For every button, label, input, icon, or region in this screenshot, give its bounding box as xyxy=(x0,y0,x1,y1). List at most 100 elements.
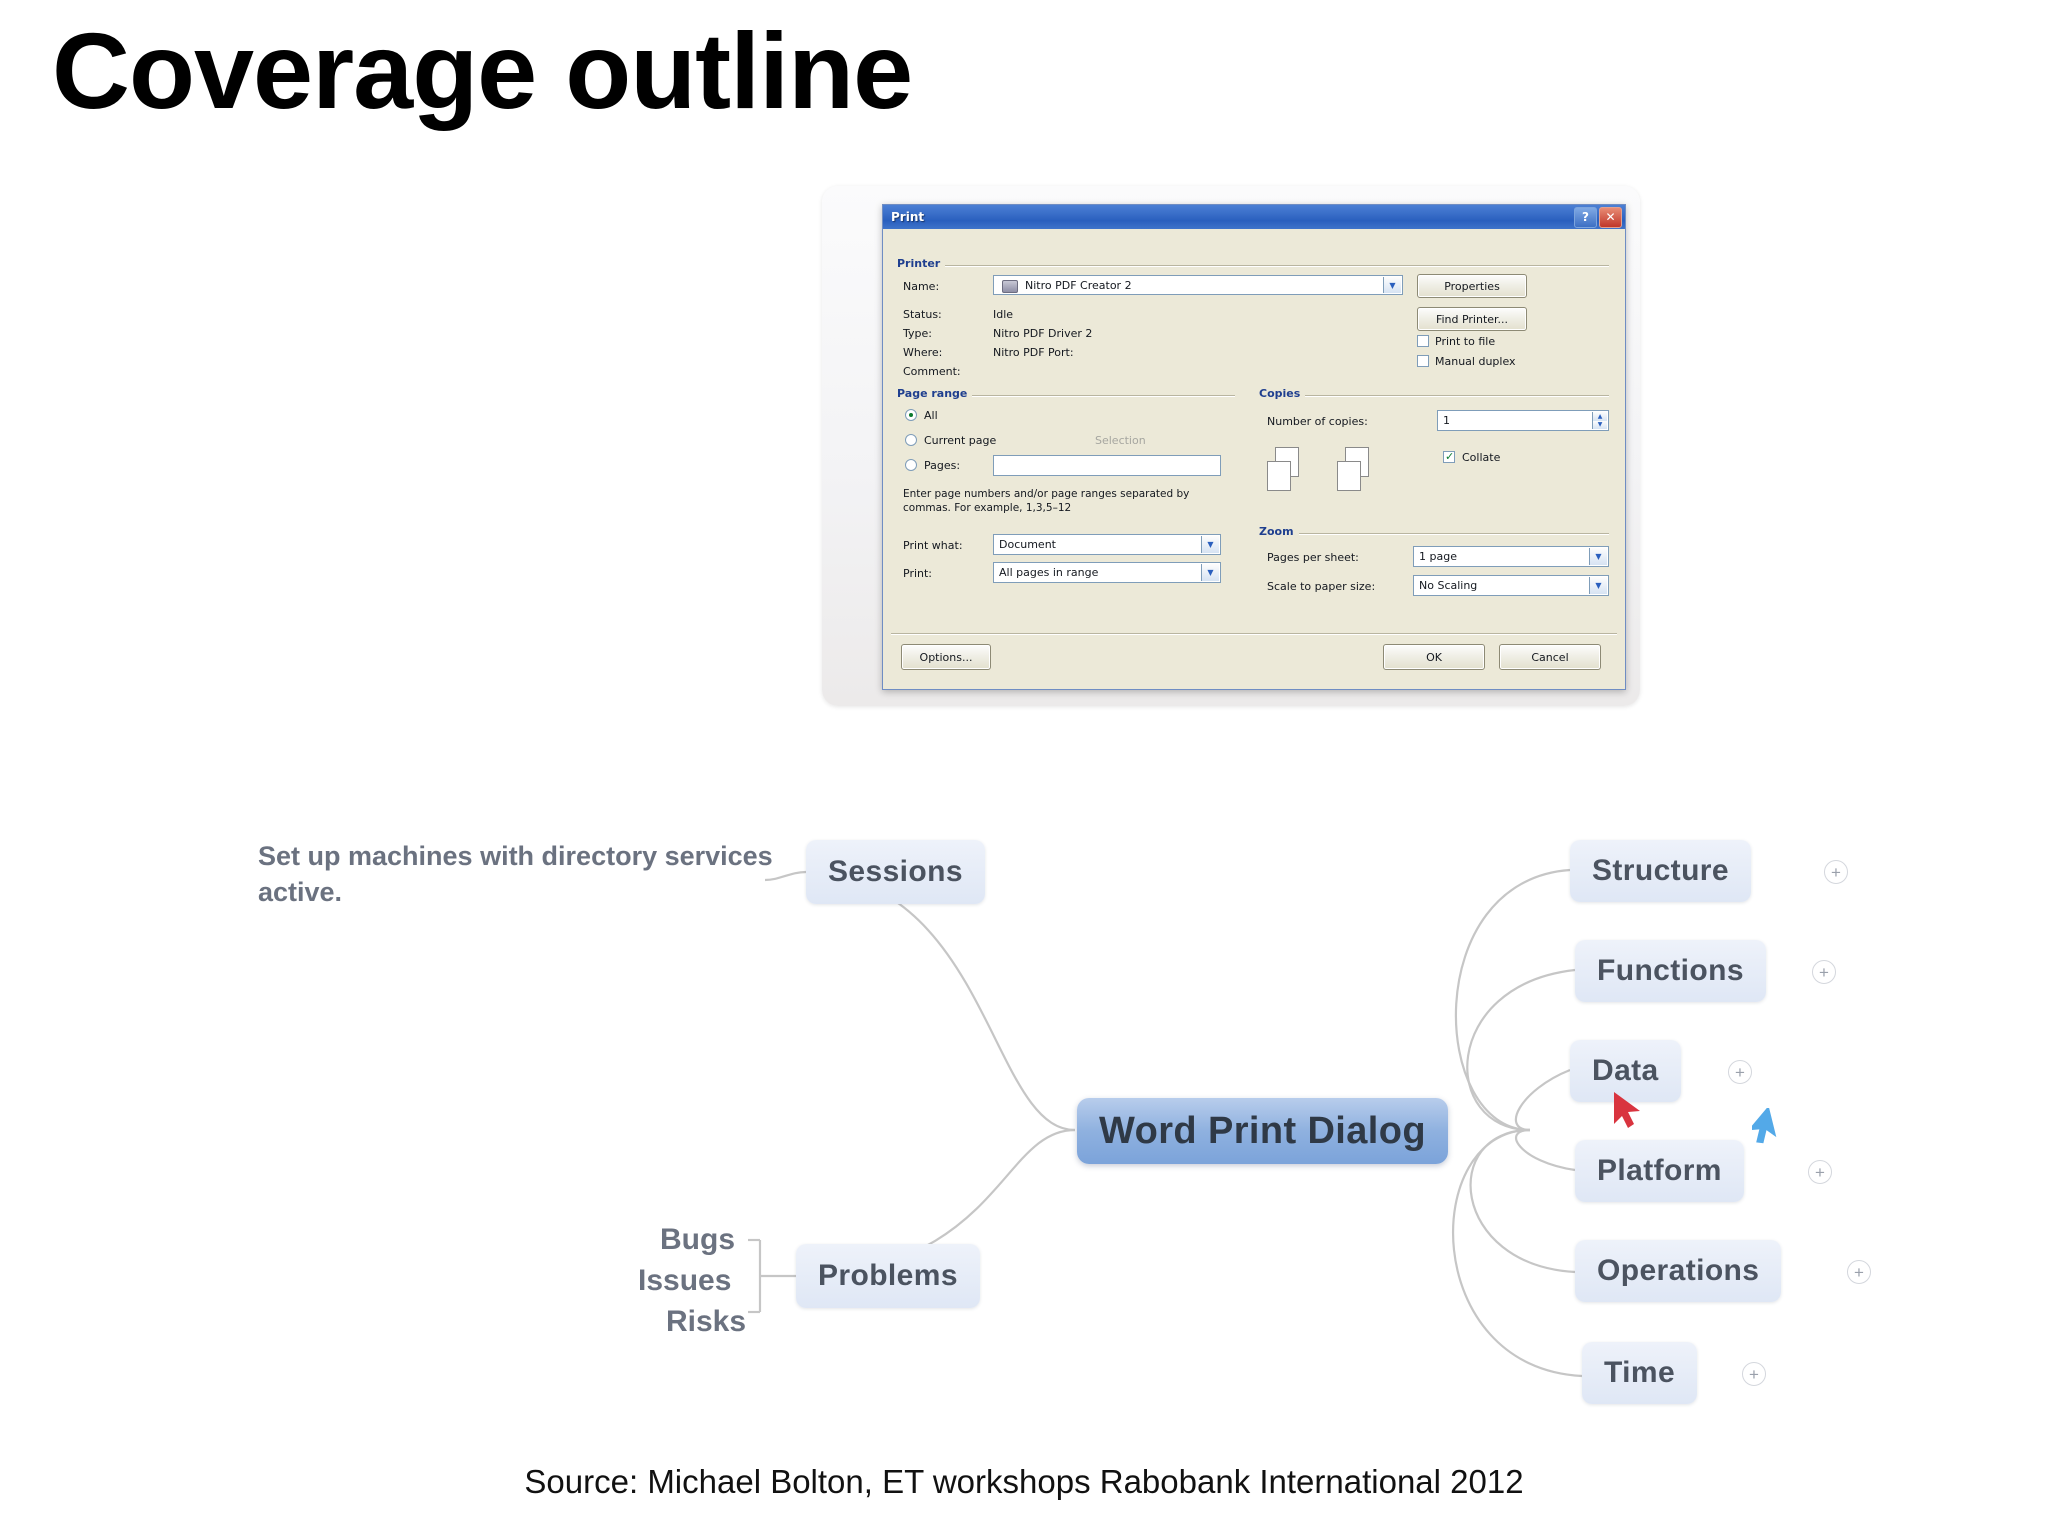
expand-functions-icon[interactable]: + xyxy=(1812,960,1836,984)
connector-data xyxy=(1514,1068,1571,1132)
mindmap-leaf-issues[interactable]: Issues xyxy=(638,1264,732,1297)
cancel-button[interactable]: Cancel xyxy=(1499,644,1601,670)
print-dialog-window: Print ? ✕ Printer Name: Nitro PDF Creato… xyxy=(882,204,1626,690)
radio-all[interactable] xyxy=(905,409,917,421)
radio-pages[interactable] xyxy=(905,459,917,471)
print-what-value: Document xyxy=(999,538,1056,551)
mindmap-node-platform[interactable]: Platform xyxy=(1575,1140,1744,1202)
mindmap-node-problems[interactable]: Problems xyxy=(796,1244,980,1308)
printer-name-combobox[interactable]: Nitro PDF Creator 2 ▼ xyxy=(993,275,1403,295)
comment-label: Comment: xyxy=(903,365,961,378)
number-of-copies-value: 1 xyxy=(1443,414,1450,427)
radio-selection-label: Selection xyxy=(1095,434,1146,447)
printer-name-value: Nitro PDF Creator 2 xyxy=(1025,278,1132,292)
quantity-stepper[interactable]: ▲▼ xyxy=(1592,412,1607,429)
printer-group-label: Printer xyxy=(897,257,946,270)
chevron-down-icon[interactable]: ▼ xyxy=(1383,277,1401,293)
status-label: Status: xyxy=(903,308,942,321)
blue-cursor-icon xyxy=(1752,1108,1777,1144)
status-value: Idle xyxy=(993,308,1014,321)
close-icon[interactable]: ✕ xyxy=(1599,206,1622,228)
collate-preview-sheet xyxy=(1267,461,1291,491)
chevron-down-icon[interactable]: ▼ xyxy=(1201,564,1219,581)
print-combobox[interactable]: All pages in range ▼ xyxy=(993,562,1221,583)
print-dialog-body: Printer Name: Nitro PDF Creator 2 ▼ Prop… xyxy=(883,229,1625,689)
scale-to-paper-value: No Scaling xyxy=(1419,579,1478,592)
radio-pages-label: Pages: xyxy=(924,459,961,472)
expand-operations-icon[interactable]: + xyxy=(1847,1260,1871,1284)
mindmap: Word Print Dialog Sessions Set up machin… xyxy=(0,700,2048,1460)
connector-sessions-note xyxy=(764,870,807,882)
expand-platform-icon[interactable]: + xyxy=(1808,1160,1832,1184)
print-label: Print: xyxy=(903,567,933,580)
connector-functions xyxy=(1466,968,1576,1132)
page-range-group-rule xyxy=(897,395,1235,397)
print-value: All pages in range xyxy=(999,566,1099,579)
chevron-down-icon[interactable]: ▼ xyxy=(1201,536,1219,553)
scale-to-paper-combobox[interactable]: No Scaling ▼ xyxy=(1413,575,1609,596)
manual-duplex-label: Manual duplex xyxy=(1435,355,1516,368)
properties-button[interactable]: Properties xyxy=(1417,274,1527,298)
print-to-file-label: Print to file xyxy=(1435,335,1496,348)
type-label: Type: xyxy=(903,327,932,340)
find-printer-button[interactable]: Find Printer... xyxy=(1417,307,1527,331)
collate-checkbox[interactable] xyxy=(1443,450,1455,463)
name-label: Name: xyxy=(903,280,940,293)
mindmap-leaf-risks[interactable]: Risks xyxy=(666,1305,747,1338)
mindmap-node-time[interactable]: Time xyxy=(1582,1342,1698,1404)
connector-sessions xyxy=(805,870,1076,1132)
source-caption: Source: Michael Bolton, ET workshops Rab… xyxy=(524,1463,1524,1500)
print-what-combobox[interactable]: Document ▼ xyxy=(993,534,1221,555)
chevron-down-icon[interactable]: ▼ xyxy=(1589,548,1607,565)
print-dialog-screenshot: Print ? ✕ Printer Name: Nitro PDF Creato… xyxy=(822,186,1640,706)
collate-label: Collate xyxy=(1462,451,1501,464)
number-of-copies-label: Number of copies: xyxy=(1267,415,1368,428)
mindmap-node-sessions[interactable]: Sessions xyxy=(806,840,985,904)
zoom-group-label: Zoom xyxy=(1259,525,1299,538)
mindmap-center-node[interactable]: Word Print Dialog xyxy=(1077,1098,1448,1164)
red-cursor-icon xyxy=(1614,1092,1640,1128)
mindmap-node-data[interactable]: Data xyxy=(1570,1040,1681,1102)
options-button[interactable]: Options... xyxy=(901,644,991,670)
pages-per-sheet-value: 1 page xyxy=(1419,550,1457,563)
type-value: Nitro PDF Driver 2 xyxy=(993,327,1093,340)
pages-hint: Enter page numbers and/or page ranges se… xyxy=(903,488,1190,515)
where-value: Nitro PDF Port: xyxy=(993,346,1074,359)
connector-operations xyxy=(1469,1128,1576,1274)
manual-duplex-checkbox[interactable] xyxy=(1417,355,1429,367)
mindmap-node-functions[interactable]: Functions xyxy=(1575,940,1766,1002)
pages-input[interactable] xyxy=(993,455,1221,476)
printer-group-rule xyxy=(897,265,1609,267)
print-to-file-checkbox[interactable] xyxy=(1417,335,1429,347)
chevron-down-icon[interactable]: ▼ xyxy=(1589,577,1607,594)
collate-preview-sheet xyxy=(1337,461,1361,491)
connector-time xyxy=(1452,1128,1583,1378)
copies-group-rule xyxy=(1259,395,1609,397)
expand-structure-icon[interactable]: + xyxy=(1824,860,1848,884)
pages-per-sheet-combobox[interactable]: 1 page ▼ xyxy=(1413,546,1609,567)
radio-all-label: All xyxy=(924,409,938,422)
zoom-group-rule xyxy=(1259,533,1609,535)
footer-rule xyxy=(891,633,1617,635)
page-title: Coverage outline xyxy=(52,10,913,131)
copies-group-label: Copies xyxy=(1259,387,1306,400)
number-of-copies-input[interactable]: 1 ▲▼ xyxy=(1437,410,1609,431)
connector-platform xyxy=(1515,1128,1576,1172)
mindmap-leaf-bugs[interactable]: Bugs xyxy=(660,1223,735,1256)
scale-to-paper-label: Scale to paper size: xyxy=(1267,580,1376,593)
connector-structure xyxy=(1454,868,1571,1132)
expand-time-icon[interactable]: + xyxy=(1742,1362,1766,1386)
pages-per-sheet-label: Pages per sheet: xyxy=(1267,551,1359,564)
radio-current-page[interactable] xyxy=(905,434,917,446)
mindmap-note-sessions: Set up machines with directory services … xyxy=(258,841,773,908)
help-icon[interactable]: ? xyxy=(1574,206,1597,228)
print-dialog-titlebar: Print ? ✕ xyxy=(883,205,1625,229)
mindmap-node-structure[interactable]: Structure xyxy=(1570,840,1751,902)
print-what-label: Print what: xyxy=(903,539,963,552)
page-range-group-label: Page range xyxy=(897,387,973,400)
expand-data-icon[interactable]: + xyxy=(1728,1060,1752,1084)
ok-button[interactable]: OK xyxy=(1383,644,1485,670)
mindmap-node-operations[interactable]: Operations xyxy=(1575,1240,1782,1302)
radio-current-page-label: Current page xyxy=(924,434,997,447)
where-label: Where: xyxy=(903,346,943,359)
